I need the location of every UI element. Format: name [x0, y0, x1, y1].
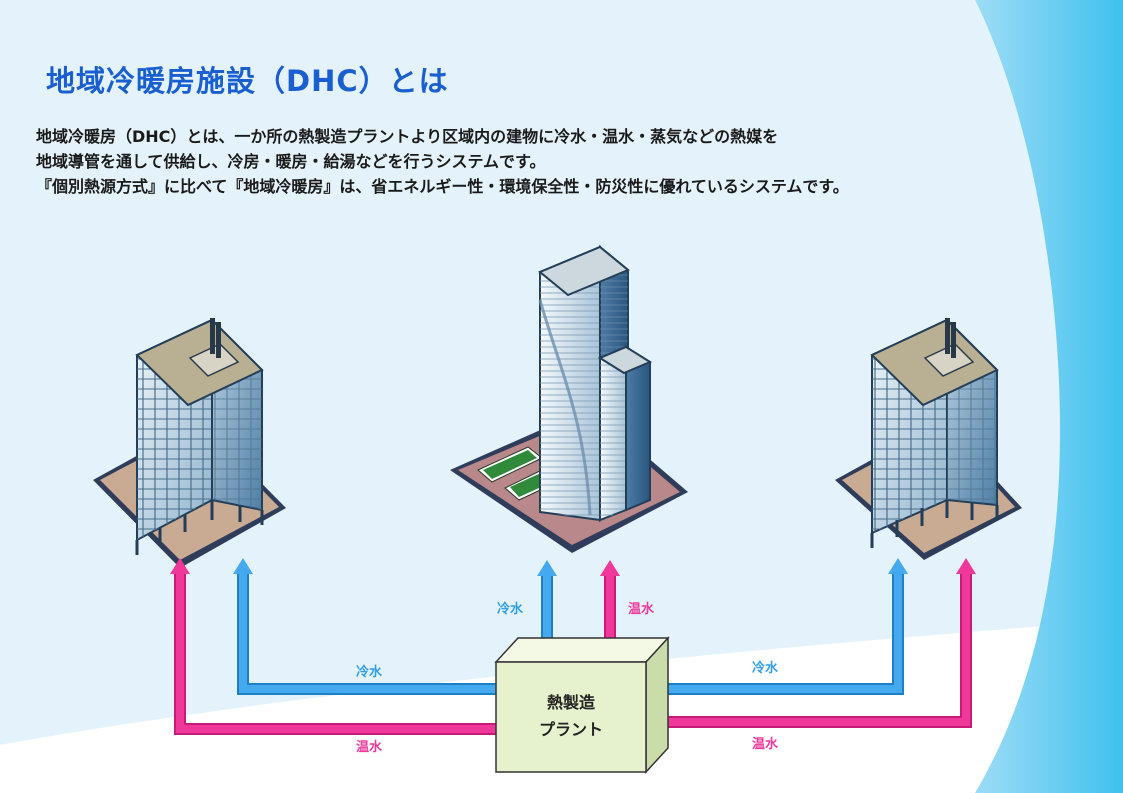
hot-water-label-center: 温水 — [628, 601, 655, 617]
hot-water-label-right: 温水 — [752, 736, 779, 752]
plant-label-2: プラント — [539, 720, 603, 739]
tower-center-icon — [450, 244, 688, 553]
hot-pipe-left — [170, 558, 500, 735]
cold-water-label-right: 冷水 — [752, 660, 779, 676]
hot-pipe-right — [665, 558, 976, 728]
cold-pipe-left — [233, 558, 500, 695]
description-line-1: 地域冷暖房（DHC）とは、一か所の熱製造プラントより区域内の建物に冷水・温水・蒸… — [36, 127, 779, 146]
description-line-3: 『個別熱源方式』に比べて『地域冷暖房』は、省エネルギー性・環境保全性・防災性に優… — [36, 177, 849, 196]
description: 地域冷暖房（DHC）とは、一か所の熱製造プラントより区域内の建物に冷水・温水・蒸… — [36, 124, 1036, 199]
plant-label-1: 熱製造 — [547, 693, 596, 712]
cold-water-label-left: 冷水 — [356, 664, 383, 680]
cold-water-label-center: 冷水 — [497, 601, 524, 617]
hot-pipe-center — [600, 560, 620, 640]
cold-pipe-right — [665, 558, 908, 695]
building-right-icon — [835, 317, 1022, 560]
description-line-2: 地域導管を通して供給し、冷房・暖房・給湯などを行うシステムです。 — [36, 152, 546, 171]
building-left-icon — [93, 317, 286, 568]
cold-pipe-center — [537, 560, 557, 640]
page-title: 地域冷暖房施設（DHC）とは — [46, 64, 449, 98]
plant-box-icon: 熱製造 プラント — [494, 636, 670, 774]
hot-water-label-left: 温水 — [356, 739, 383, 755]
